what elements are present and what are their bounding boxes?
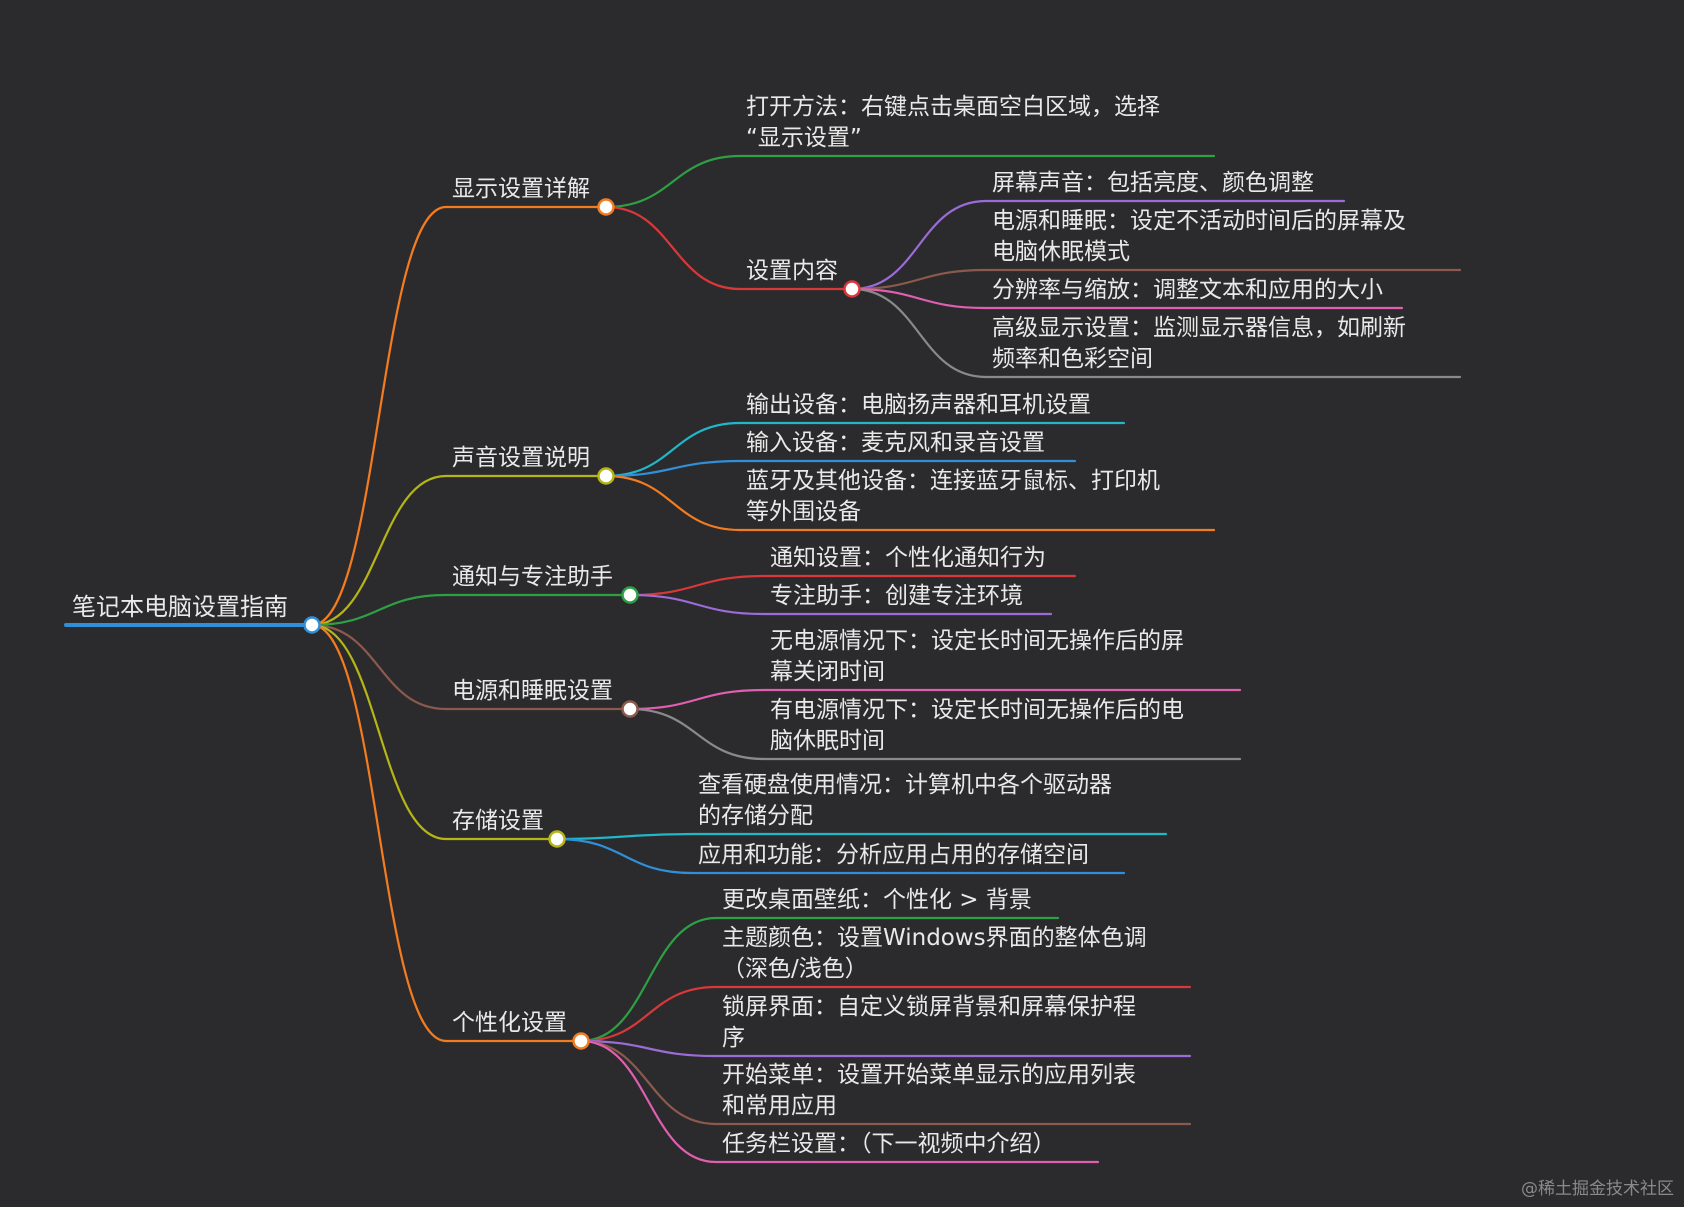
collapse-toggle-icon[interactable]	[597, 467, 615, 485]
branch-node-label: 存储设置	[452, 808, 544, 834]
leaf-node-label: 蓝牙及其他设备：连接蓝牙鼠标、打印机 等外围设备	[746, 468, 1160, 525]
branch-node-label: 通知与专注助手	[452, 564, 613, 590]
leaf-node-label: 任务栏设置：（下一视频中介绍）	[722, 1131, 1056, 1157]
collapse-toggle-icon[interactable]	[572, 1032, 590, 1050]
leaf-node-label: 输入设备：麦克风和录音设置	[746, 430, 1045, 456]
leaf-connector	[579, 916, 718, 1043]
subleaf-node-label: 分辨率与缩放：调整文本和应用的大小	[992, 277, 1383, 303]
subleaf-connector	[850, 287, 988, 310]
branch-connector	[310, 623, 448, 711]
collapse-toggle-icon[interactable]	[597, 198, 615, 216]
branch-node-label: 显示设置详解	[452, 176, 590, 202]
leaf-node-label: 打开方法：右键点击桌面空白区域，选择 “显示设置”	[746, 94, 1160, 151]
leaf-connector	[604, 154, 742, 209]
subleaf-node-label: 高级显示设置：监测显示器信息，如刷新 频率和色彩空间	[992, 315, 1406, 372]
leaf-node-label: 设置内容	[746, 258, 838, 284]
leaf-connector	[555, 837, 694, 875]
collapse-toggle-icon[interactable]	[303, 616, 321, 634]
leaf-node-label: 应用和功能：分析应用占用的存储空间	[698, 842, 1089, 868]
leaf-node-label: 专注助手：创建专注环境	[770, 583, 1023, 609]
leaf-connector	[604, 421, 742, 478]
leaf-connector	[604, 205, 742, 291]
leaf-node-label: 通知设置：个性化通知行为	[770, 545, 1046, 571]
branch-node-label: 声音设置说明	[452, 445, 590, 471]
branch-node-label: 电源和睡眠设置	[452, 678, 613, 704]
leaf-connector	[628, 574, 766, 597]
leaf-connector	[579, 1039, 718, 1058]
leaf-node-label: 开始菜单：设置开始菜单显示的应用列表 和常用应用	[722, 1062, 1136, 1119]
subleaf-connector	[850, 268, 988, 291]
watermark: @稀土掘金技术社区	[1521, 1179, 1674, 1199]
leaf-connector	[579, 1039, 718, 1164]
branch-connector	[310, 593, 448, 627]
subleaf-node-label: 屏幕声音：包括亮度、颜色调整	[992, 170, 1314, 196]
leaf-node-label: 更改桌面壁纸：个性化 > 背景	[722, 887, 1032, 913]
leaf-node-label: 输出设备：电脑扬声器和耳机设置	[746, 392, 1091, 418]
branch-connector	[310, 623, 448, 841]
leaf-connector	[628, 688, 766, 711]
leaf-connector	[628, 707, 766, 761]
root-node-label: 笔记本电脑设置指南	[72, 593, 288, 621]
branch-connector	[310, 474, 448, 627]
leaf-connector	[579, 985, 718, 1043]
subleaf-node-label: 电源和睡眠：设定不活动时间后的屏幕及 电脑休眠模式	[992, 208, 1406, 265]
collapse-toggle-icon[interactable]	[843, 280, 861, 298]
subleaf-connector	[850, 199, 988, 291]
leaf-connector	[604, 459, 742, 478]
branch-node-label: 个性化设置	[452, 1010, 567, 1036]
leaf-connector	[555, 832, 694, 841]
leaf-node-label: 查看硬盘使用情况：计算机中各个驱动器 的存储分配	[698, 772, 1112, 829]
collapse-toggle-icon[interactable]	[621, 700, 639, 718]
collapse-toggle-icon[interactable]	[621, 586, 639, 604]
leaf-node-label: 主题颜色：设置Windows界面的整体色调 （深色/浅色）	[722, 925, 1147, 982]
subleaf-connector	[850, 287, 988, 379]
leaf-node-label: 有电源情况下：设定长时间无操作后的电 脑休眠时间	[770, 697, 1184, 754]
leaf-node-label: 无电源情况下：设定长时间无操作后的屏 幕关闭时间	[770, 628, 1184, 685]
leaf-connector	[579, 1039, 718, 1126]
branch-connector	[310, 623, 448, 1043]
leaf-connector	[604, 474, 742, 532]
leaf-connector	[628, 593, 766, 616]
collapse-toggle-icon[interactable]	[548, 830, 566, 848]
branch-connector	[310, 205, 448, 627]
leaf-node-label: 锁屏界面：自定义锁屏背景和屏幕保护程 序	[722, 994, 1136, 1051]
